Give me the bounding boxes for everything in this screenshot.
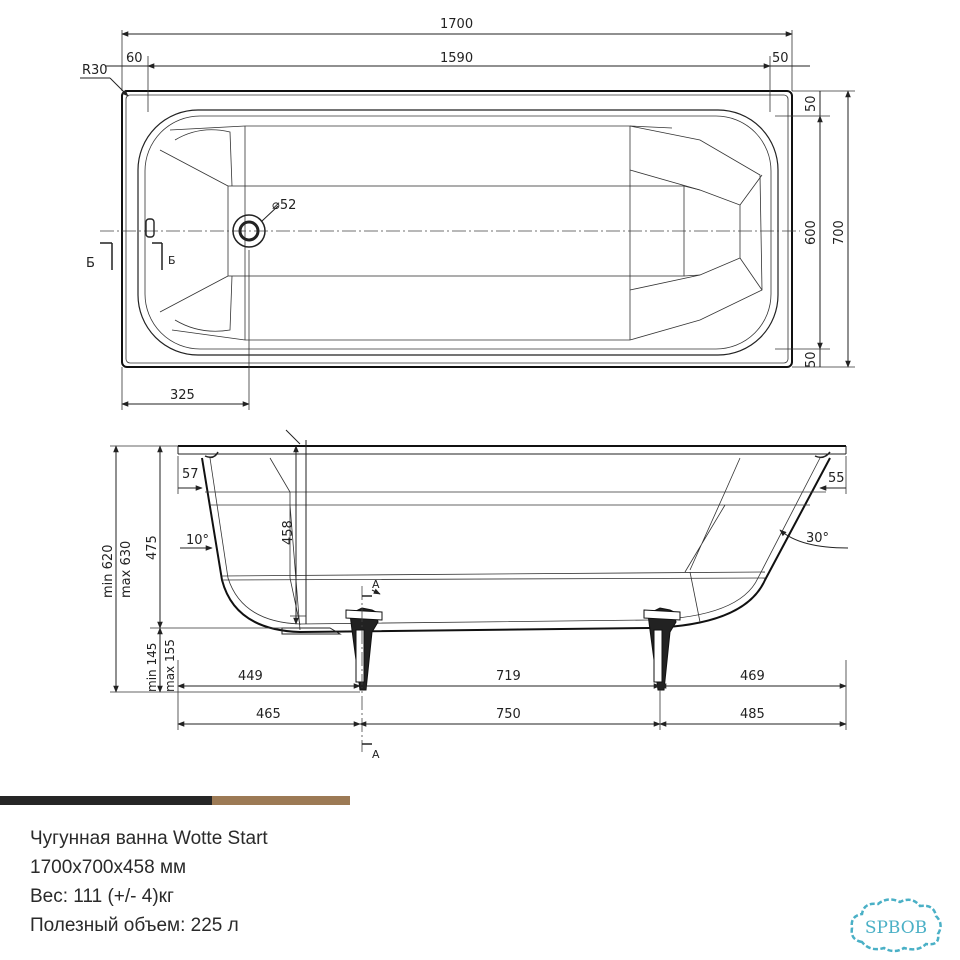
- leg-right: [643, 607, 681, 691]
- side-view: А А 10° 30° 57 55 458 min 620 max 630: [101, 429, 849, 761]
- divider-gold: [212, 796, 350, 805]
- color-divider: [0, 796, 350, 805]
- logo-cloud-icon: [850, 898, 942, 953]
- section-b-label: Б: [86, 256, 95, 271]
- leg-height-max: max 155: [163, 639, 177, 692]
- logo-text: SPBOB: [865, 918, 927, 938]
- right-rim-label: 50: [772, 51, 789, 66]
- height-range-max: max 630: [119, 541, 134, 598]
- left-rim-label: 60: [126, 51, 143, 66]
- span-left-lower-label: 465: [256, 707, 281, 722]
- rim-top-label: 50: [804, 95, 819, 112]
- span-right-lower-label: 485: [740, 707, 765, 722]
- corner-radius-label: R30: [82, 63, 108, 78]
- top-view: ⌀52 Б Б 1700 60 1590 50 R30 325 50: [80, 17, 855, 410]
- leg-left: [345, 607, 383, 691]
- product-info: Чугунная ванна Wotte Start 1700х700х458 …: [30, 824, 268, 940]
- span-left-upper-label: 449: [238, 669, 263, 684]
- section-a-label-2: А: [372, 748, 380, 761]
- product-volume: Полезный объем: 225 л: [30, 915, 239, 936]
- drain-offset-label: 325: [170, 388, 195, 403]
- section-a-label: А: [372, 578, 380, 591]
- leg-height-min: min 145: [145, 643, 159, 692]
- right-flange-label: 55: [828, 471, 845, 486]
- span-mid-upper-label: 719: [496, 669, 521, 684]
- product-weight: Вес: 111 (+/- 4)кг: [30, 886, 174, 907]
- inner-length-label: 1590: [440, 51, 473, 66]
- technical-drawing: ⌀52 Б Б 1700 60 1590 50 R30 325 50: [80, 17, 855, 761]
- span-right-upper-label: 469: [740, 669, 765, 684]
- brand-logo: SPBOB: [850, 898, 942, 953]
- height-range-min: min 620: [101, 545, 116, 598]
- body-height-label: 475: [145, 535, 160, 560]
- section-b-label-2: Б: [168, 254, 176, 267]
- left-angle-label: 10°: [186, 533, 209, 548]
- product-title: Чугунная ванна Wotte Start: [30, 828, 268, 849]
- depth-label: 458: [281, 520, 296, 545]
- drain-diameter-label: ⌀52: [272, 198, 296, 213]
- drain-icon: [232, 214, 266, 248]
- product-size: 1700х700х458 мм: [30, 857, 187, 878]
- inner-width-label: 600: [804, 220, 819, 245]
- overall-length-label: 1700: [440, 17, 473, 32]
- height-range-label: min 620 max 630: [101, 540, 134, 598]
- left-flange-label: 57: [182, 467, 199, 482]
- rim-bottom-label: 50: [804, 351, 819, 368]
- overall-width-label: 700: [832, 220, 847, 245]
- span-mid-lower-label: 750: [496, 707, 521, 722]
- divider-dark: [0, 796, 212, 805]
- outer-rim: [121, 90, 793, 368]
- leg-height-label: min 145 max 155: [145, 639, 177, 692]
- right-angle-label: 30°: [806, 531, 829, 546]
